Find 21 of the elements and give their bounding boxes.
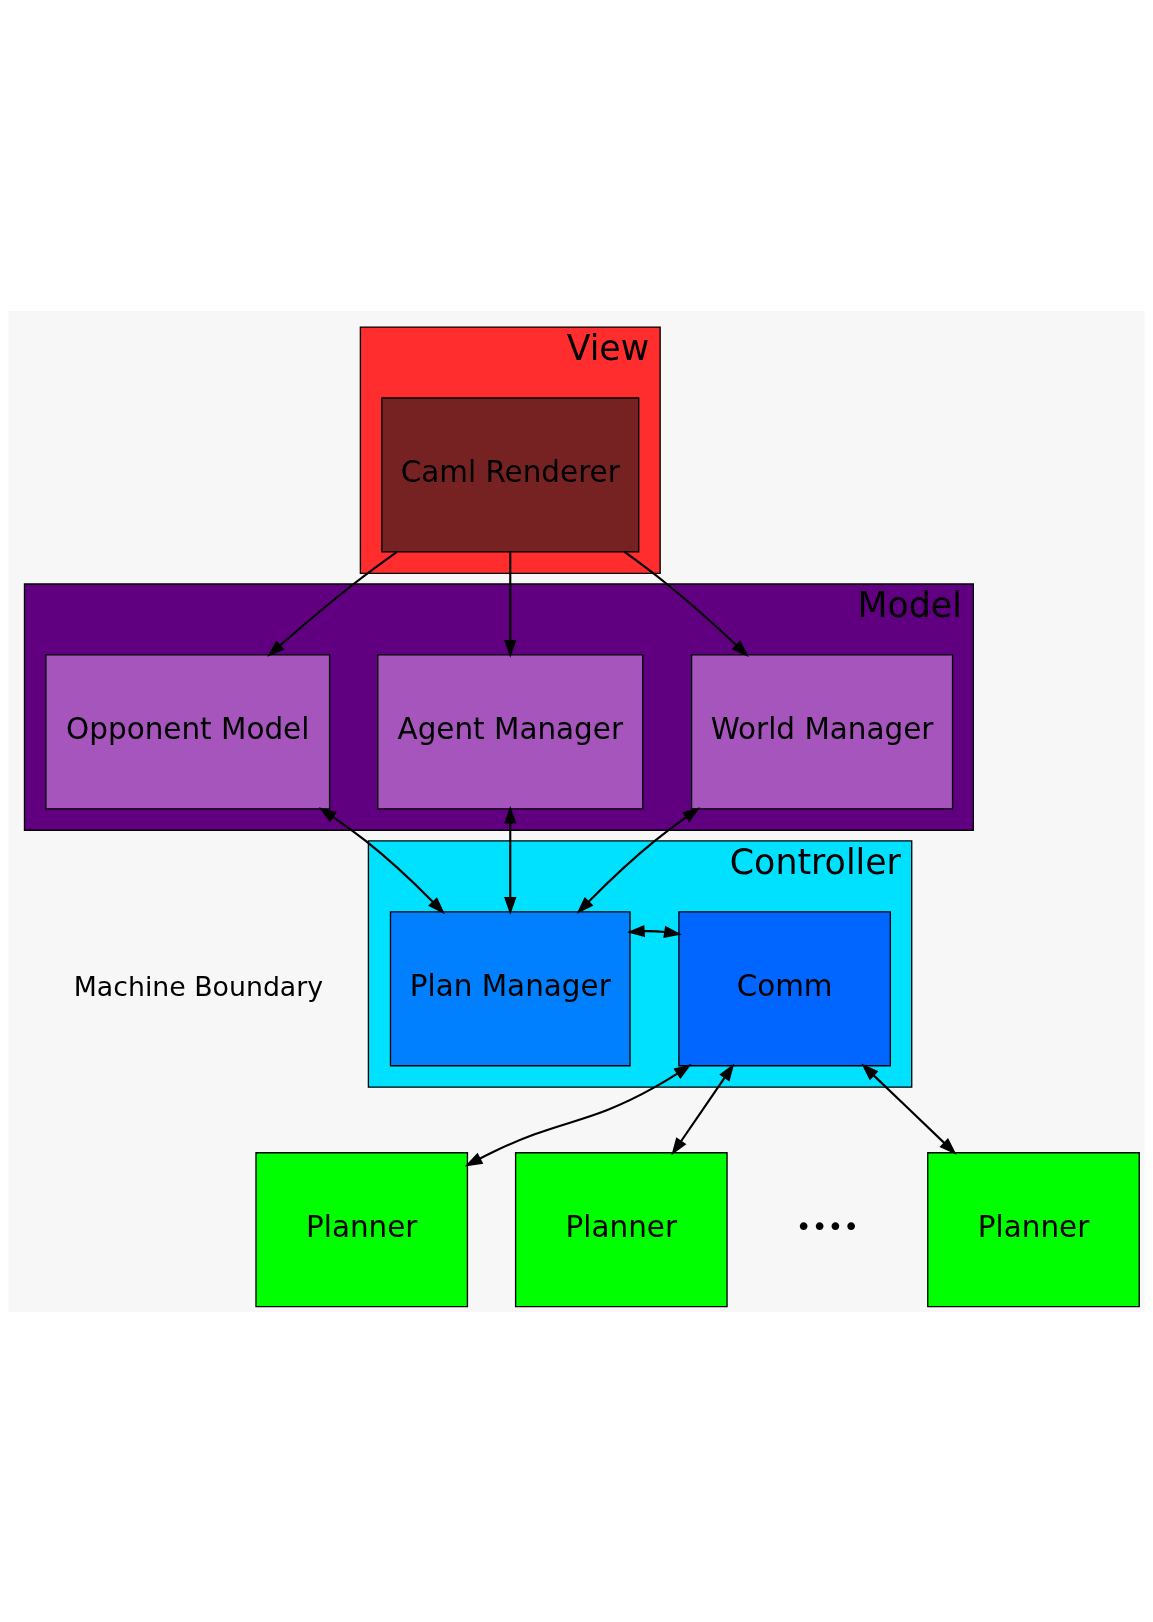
node-box: Opponent Model — [45, 653, 331, 809]
arrow — [504, 805, 517, 915]
node-box: Planner — [255, 1151, 469, 1307]
arrow — [627, 924, 682, 938]
node-box: World Manager — [690, 653, 954, 809]
node-box: Agent Manager — [377, 653, 644, 809]
arrow — [318, 806, 445, 914]
arrow — [671, 1063, 735, 1155]
node-box: Caml Renderer — [381, 396, 640, 553]
label: •••• — [795, 1210, 859, 1242]
node-box: Comm — [678, 910, 891, 1066]
node-box: Plan Manager — [389, 910, 631, 1066]
arrow — [267, 550, 398, 657]
label: Machine Boundary — [73, 970, 324, 1002]
arrow — [464, 1063, 692, 1166]
node-box: Planner — [514, 1151, 728, 1307]
arrow — [624, 550, 749, 657]
arrow — [504, 551, 517, 658]
arrow — [576, 806, 701, 914]
arrow — [861, 1063, 957, 1155]
node-box: Planner — [927, 1151, 1140, 1307]
